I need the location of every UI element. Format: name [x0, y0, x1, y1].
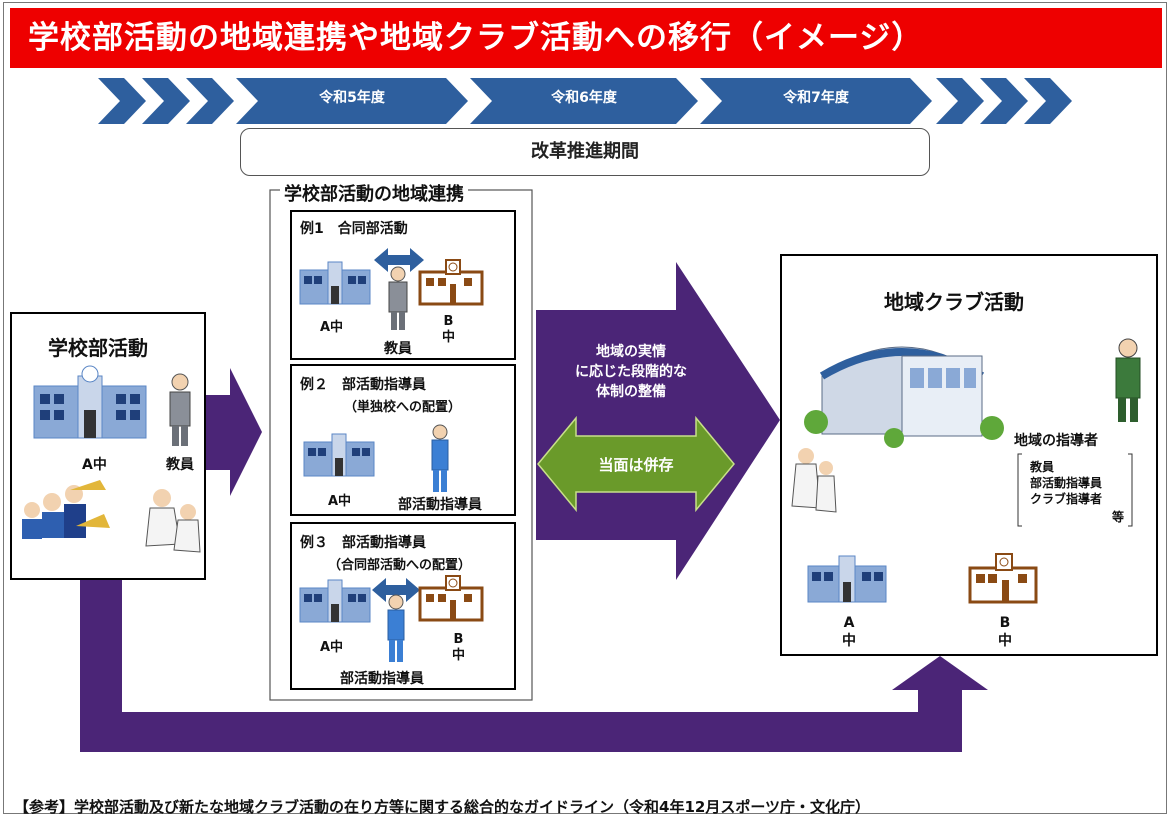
school-a-label: A中 — [82, 457, 107, 473]
leader-type-club-coach: クラブ指導者 — [1030, 492, 1103, 506]
phased-system-text: 地域の実情 に応じた段階的な 体制の整備 — [575, 344, 687, 400]
school-building-icon — [33, 365, 147, 439]
join-label-a: 参 加 — [872, 497, 888, 535]
join-label-b: 参 加 — [958, 497, 974, 535]
timeline-year-r6: 令和6年度 — [551, 90, 617, 106]
community-leader-label: 地域の指導者 — [1014, 433, 1098, 449]
school-b-building-icon — [418, 259, 484, 306]
example2-illustration — [303, 424, 449, 492]
gymnasium-icon — [804, 346, 1004, 448]
club-instructor-icon — [431, 424, 449, 492]
school-a-building-icon — [299, 261, 371, 305]
teacher-icon — [388, 266, 408, 330]
example2-title: 例２ 部活動指導員 — [300, 377, 426, 393]
guide-label: 指導 — [1032, 368, 1071, 390]
school-b-building-icon — [968, 553, 1038, 604]
teacher-icon — [169, 373, 191, 446]
example1-teacher: 教員 — [384, 341, 412, 357]
coexist-double-arrow — [537, 415, 735, 513]
example1-illustration — [299, 248, 484, 330]
chevron-icon — [98, 78, 146, 124]
community-club-heading: 地域クラブ活動 — [884, 290, 1024, 314]
club-instructor-icon — [387, 594, 405, 662]
judo-icon — [145, 489, 201, 553]
example3-instructor: 部活動指導員 — [340, 671, 424, 687]
example3-title: 例３ 部活動指導員 — [300, 535, 426, 551]
example1-box: 例1 合同部活動 A中 B 中 教員 — [290, 210, 516, 360]
coexist-label: 当面は併存 — [598, 456, 674, 474]
community-leader-icon — [1115, 338, 1141, 422]
example3-school-a: A中 — [320, 640, 344, 655]
reference-footer: 【参考】学校部活動及び新たな地域クラブ活動の在り方等に関する総合的なガイドライン… — [14, 798, 871, 816]
example3-school-b: B 中 — [452, 632, 466, 663]
regional-collab-heading: 学校部活動の地域連携 — [280, 180, 468, 206]
example3-box: 例３ 部活動指導員 （合同部活動への配置） A中 B 中 部活動指導員 — [290, 522, 516, 690]
page-title: 学校部活動の地域連携や地域クラブ活動への移行（イメージ） — [10, 8, 1162, 68]
right-school-b: B 中 — [998, 615, 1012, 649]
bottom-transition-arrow — [80, 580, 988, 752]
example2-school-a: A中 — [328, 494, 352, 509]
example2-box: 例２ 部活動指導員 （単独校への配置） A中 部活動指導員 — [290, 364, 516, 516]
chevron-icon — [186, 78, 234, 124]
school-a-building-icon — [303, 433, 375, 477]
community-club-panel: 地域クラブ活動 — [780, 254, 1158, 656]
teacher-label: 教員 — [166, 457, 194, 473]
main-transition-arrow — [536, 262, 780, 580]
brass-band-icon — [22, 480, 110, 539]
chevron-icon — [142, 78, 190, 124]
chevron-icon — [980, 78, 1028, 124]
school-a-building-icon — [807, 555, 887, 603]
right-school-a: A 中 — [842, 615, 856, 649]
leader-type-teacher: 教員 — [1030, 460, 1055, 474]
example3-subtitle: （合同部活動への配置） — [328, 558, 472, 573]
example1-school-a: A中 — [320, 320, 344, 335]
leader-types-bracket — [1017, 453, 1133, 527]
exchange-arrow-icon — [372, 578, 420, 602]
leader-type-club-instructor: 部活動指導員 — [1030, 476, 1103, 490]
timeline-year-r5: 令和5年度 — [319, 90, 385, 106]
left-to-middle-arrow — [205, 368, 262, 496]
exchange-arrow-icon — [374, 248, 424, 272]
leader-type-etc: 等 — [1112, 510, 1125, 524]
example3-illustration — [299, 575, 484, 662]
timeline-year-r7: 令和7年度 — [783, 90, 849, 106]
chevron-icon — [1024, 78, 1072, 124]
school-b-building-icon — [418, 575, 484, 622]
community-club-illustrations — [791, 338, 1141, 604]
example1-school-b: B 中 — [442, 314, 456, 345]
school-club-panel: 学校部活動 — [10, 312, 206, 580]
example2-instructor: 部活動指導員 — [398, 497, 482, 513]
reform-period-label: 改革推進期間 — [240, 128, 930, 176]
school-club-heading: 学校部活動 — [48, 336, 148, 360]
timeline-year-arrow — [236, 78, 468, 124]
example2-subtitle: （単独校への配置） — [344, 400, 462, 415]
timeline-year-arrow — [700, 78, 932, 124]
page-frame — [3, 2, 1167, 814]
school-club-illustrations — [22, 365, 201, 553]
school-a-building-icon — [299, 579, 371, 623]
timeline-year-arrow — [470, 78, 698, 124]
timeline-chevrons — [98, 78, 1072, 124]
judo-icon — [791, 448, 837, 513]
example1-title: 例1 合同部活動 — [300, 221, 408, 237]
chevron-icon — [936, 78, 984, 124]
